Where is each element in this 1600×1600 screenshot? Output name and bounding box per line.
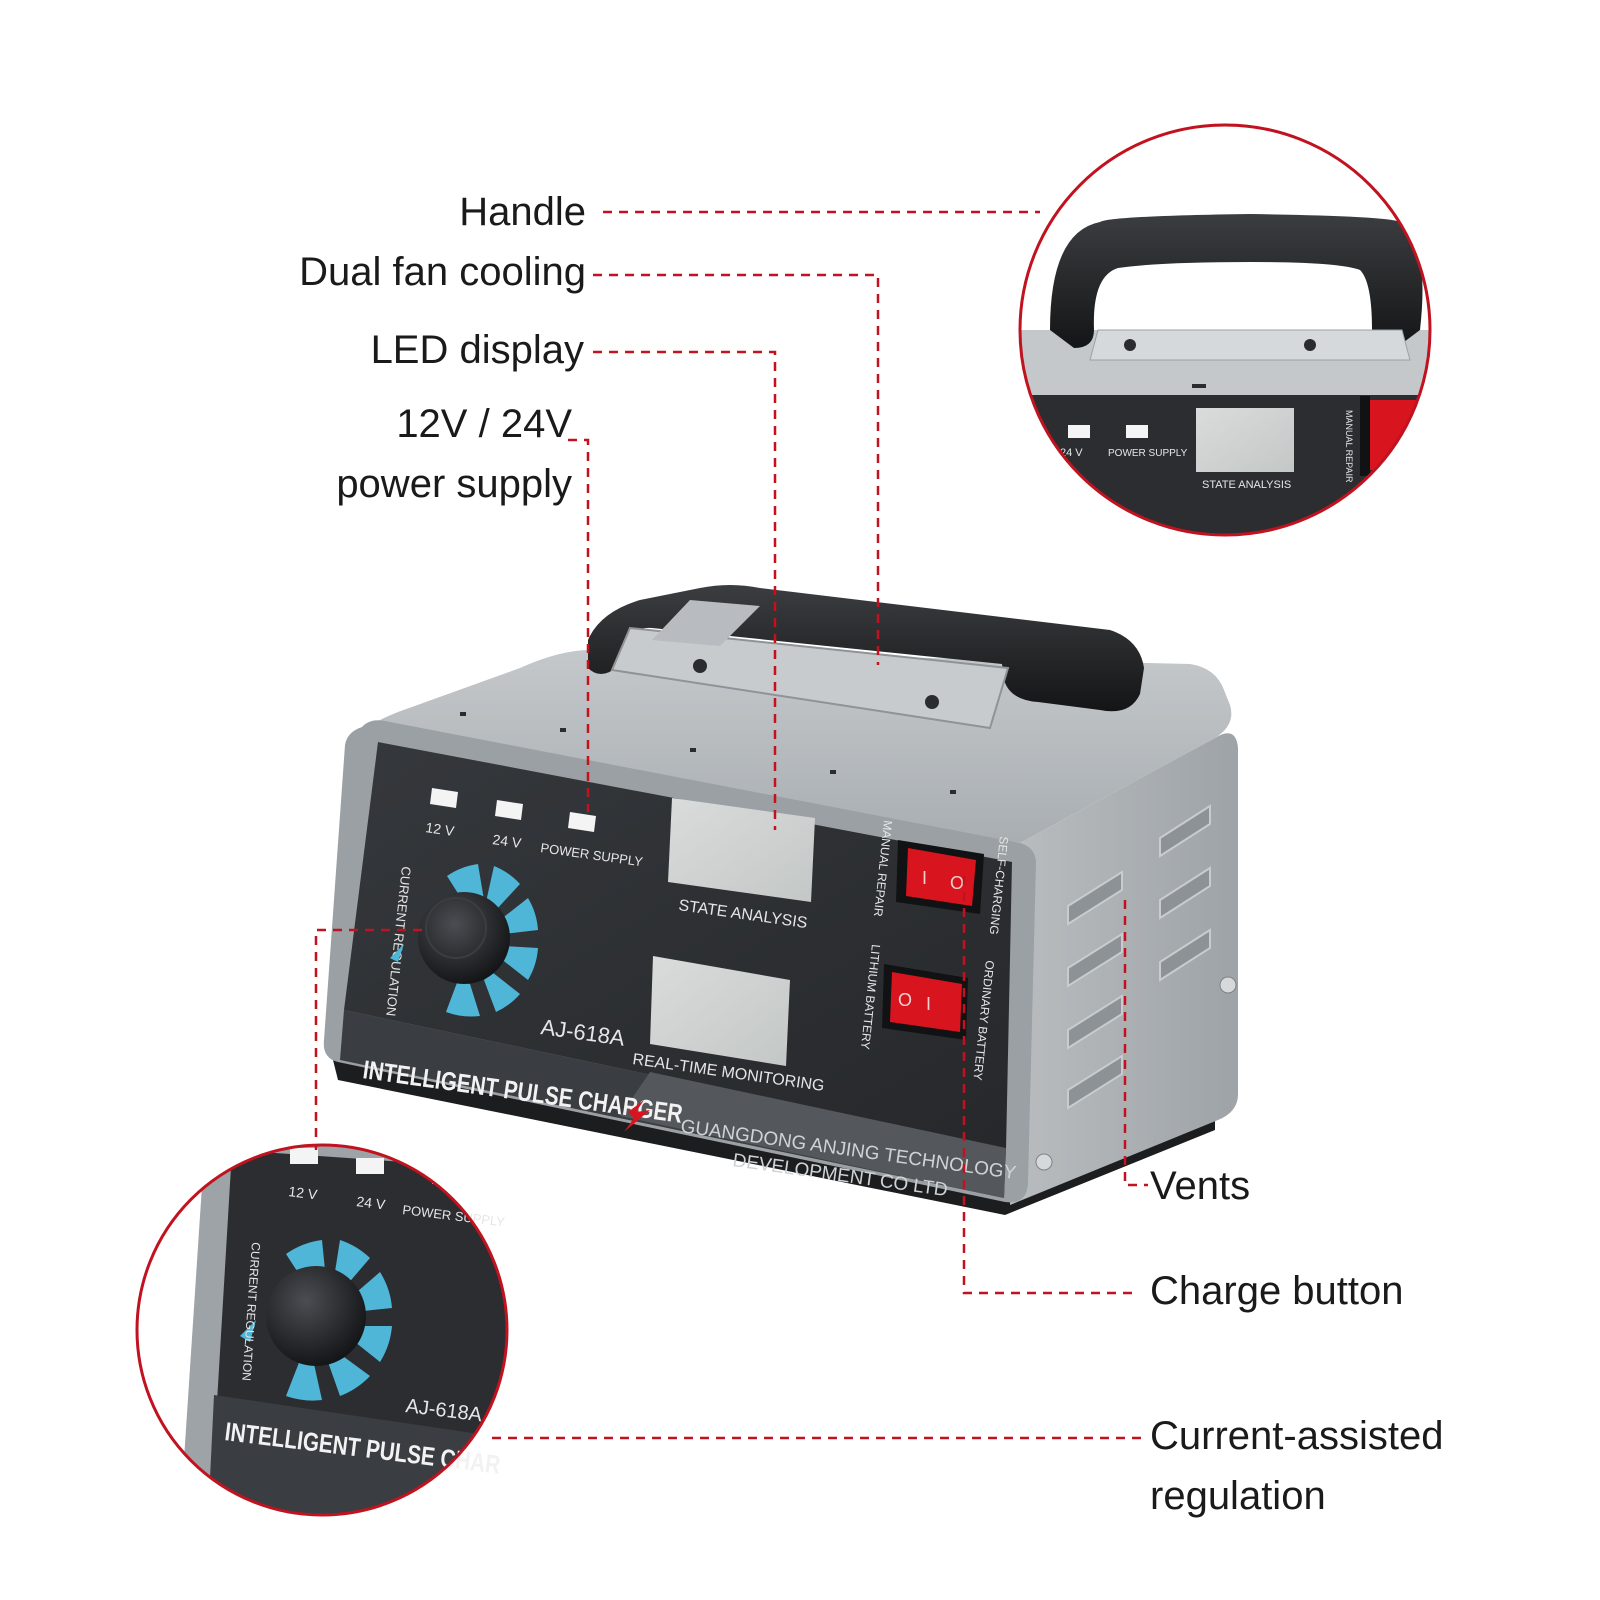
led-12v-label: 12 V [425, 819, 456, 839]
inset-top-screen-label: STATE ANALYSIS [1202, 479, 1291, 491]
leader-dual-fan [593, 273, 880, 665]
callout-power-supply: 12V / 24V power supply [336, 396, 572, 512]
led-power [568, 812, 596, 832]
leader-led-display [593, 350, 777, 830]
switch-battery-on: I [926, 994, 931, 1014]
callout-current: Current-assisted regulation [1150, 1408, 1443, 1524]
leader-charge [962, 876, 1138, 1295]
callout-led-display: LED display [370, 328, 584, 372]
switch-mode-off: O [950, 873, 964, 893]
callout-power-supply-line1: 12V / 24V [396, 402, 572, 446]
inset-bottom-12v: 12 V [288, 1183, 319, 1202]
led-24v [495, 800, 523, 820]
screen-real-time-monitoring [650, 956, 790, 1066]
callout-handle: Handle [459, 190, 586, 234]
inset-top-power: POWER SUPPLY [1108, 448, 1188, 459]
callout-power-supply-line2: power supply [336, 462, 572, 506]
switch-battery-off: O [898, 990, 912, 1010]
inset-bottom-24v: 24 V [356, 1193, 387, 1212]
inset-top-24v: 24 V [1060, 447, 1083, 459]
inset-top-side-label: MANUAL REPAIR [1344, 410, 1354, 483]
switch-mode-on: I [922, 868, 927, 888]
inset-handle-closeup: 24 V POWER SUPPLY STATE ANALYSIS MANUAL … [1018, 123, 1432, 537]
indicator-leds [430, 788, 596, 832]
callout-current-line1: Current-assisted [1150, 1414, 1444, 1458]
leader-power-supply [568, 438, 590, 812]
side-vents [1067, 804, 1211, 1110]
callout-current-line2: regulation [1150, 1474, 1326, 1518]
current-dial [418, 864, 538, 1017]
callout-charge-button: Charge button [1150, 1269, 1404, 1313]
screen-state-analysis [668, 798, 815, 902]
charge-switch-battery: O I [882, 964, 968, 1040]
dial-knob [418, 892, 510, 984]
front-panel [344, 742, 1012, 1150]
callout-dual-fan: Dual fan cooling [299, 250, 586, 294]
brand-bolt [624, 1100, 650, 1132]
inset-dial-closeup: 12 V 24 V POWER SUPPLY CURRENT REGULATIO… [135, 1143, 509, 1517]
led-24v-label: 24 V [492, 831, 523, 851]
charge-switch-mode: I O [896, 840, 984, 914]
led-12v [430, 788, 458, 808]
carry-handle [588, 585, 1144, 730]
leader-lines [314, 210, 1148, 1440]
leader-current [314, 928, 422, 1150]
callout-vents: Vents [1150, 1164, 1251, 1208]
